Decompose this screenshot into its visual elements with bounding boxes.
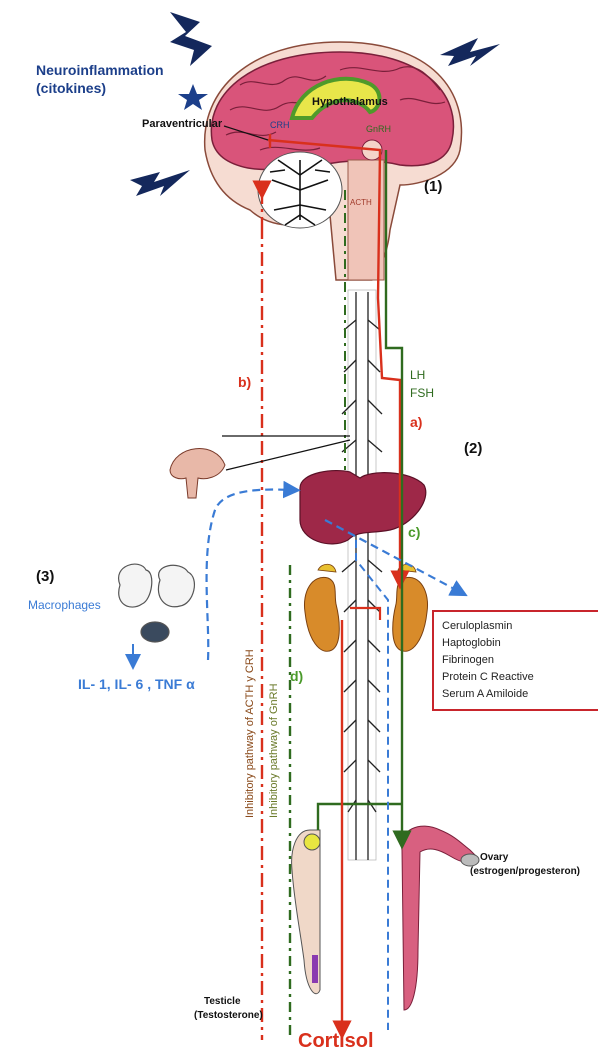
testicle-illustration: [292, 830, 320, 994]
label-d: d): [290, 668, 303, 684]
label-neuroinflammation: Neuroinflammation: [36, 62, 164, 78]
spinal-cord: [342, 290, 382, 860]
pathway-cytokine: [207, 490, 292, 660]
label-lh: LH: [410, 368, 425, 382]
ovary-illustration: [402, 826, 479, 1010]
label-ovary-hormones: (estrogen/progesteron): [470, 866, 580, 877]
label-c: c): [408, 524, 420, 540]
label-hypothalamus: Hypothalamus: [312, 96, 388, 108]
cerebellum: [258, 152, 342, 228]
kidney-left: [304, 564, 339, 651]
leader-line-vertebra: [222, 436, 350, 470]
label-citokines: (citokines): [36, 80, 106, 96]
star-icon: [178, 84, 208, 110]
label-b: b): [238, 374, 251, 390]
label-ovary: Ovary: [480, 852, 508, 863]
macrophage-cells: [119, 564, 195, 642]
acute-phase-protein: Protein C Reactive: [442, 669, 590, 686]
acute-phase-protein: Serum A Amiloide: [442, 686, 590, 703]
label-inhibitory-acth-crh: Inhibitory pathway of ACTH y CRH: [244, 649, 256, 818]
label-step-1: (1): [424, 178, 442, 195]
label-inhibitory-gnrh: Inhibitory pathway of GnRH: [268, 683, 280, 818]
kidney-right: [393, 564, 428, 651]
label-testicle: Testicle: [204, 996, 241, 1007]
acute-phase-protein: Ceruloplasmin: [442, 618, 590, 635]
label-paraventricular: Paraventricular: [142, 118, 222, 130]
label-gnrh: GnRH: [366, 124, 391, 134]
label-acth: ACTH: [350, 198, 372, 207]
label-crh: CRH: [270, 120, 290, 130]
acute-phase-protein-box: Ceruloplasmin Haptoglobin Fibrinogen Pro…: [432, 610, 598, 711]
label-step-3: (3): [36, 568, 54, 585]
acute-phase-protein: Haptoglobin: [442, 635, 590, 652]
label-cortisol: Cortisol: [298, 1030, 374, 1053]
label-step-2: (2): [464, 440, 482, 457]
label-interleukins: IL- 1, IL- 6 , TNF α: [78, 676, 195, 692]
vertebra-illustration: [170, 449, 225, 498]
acute-phase-protein: Fibrinogen: [442, 652, 590, 669]
label-macrophages: Macrophages: [28, 598, 101, 612]
label-fsh: FSH: [410, 386, 434, 400]
label-testicle-hormone: (Testosterone): [194, 1010, 263, 1021]
label-a: a): [410, 414, 422, 430]
liver: [300, 471, 426, 544]
